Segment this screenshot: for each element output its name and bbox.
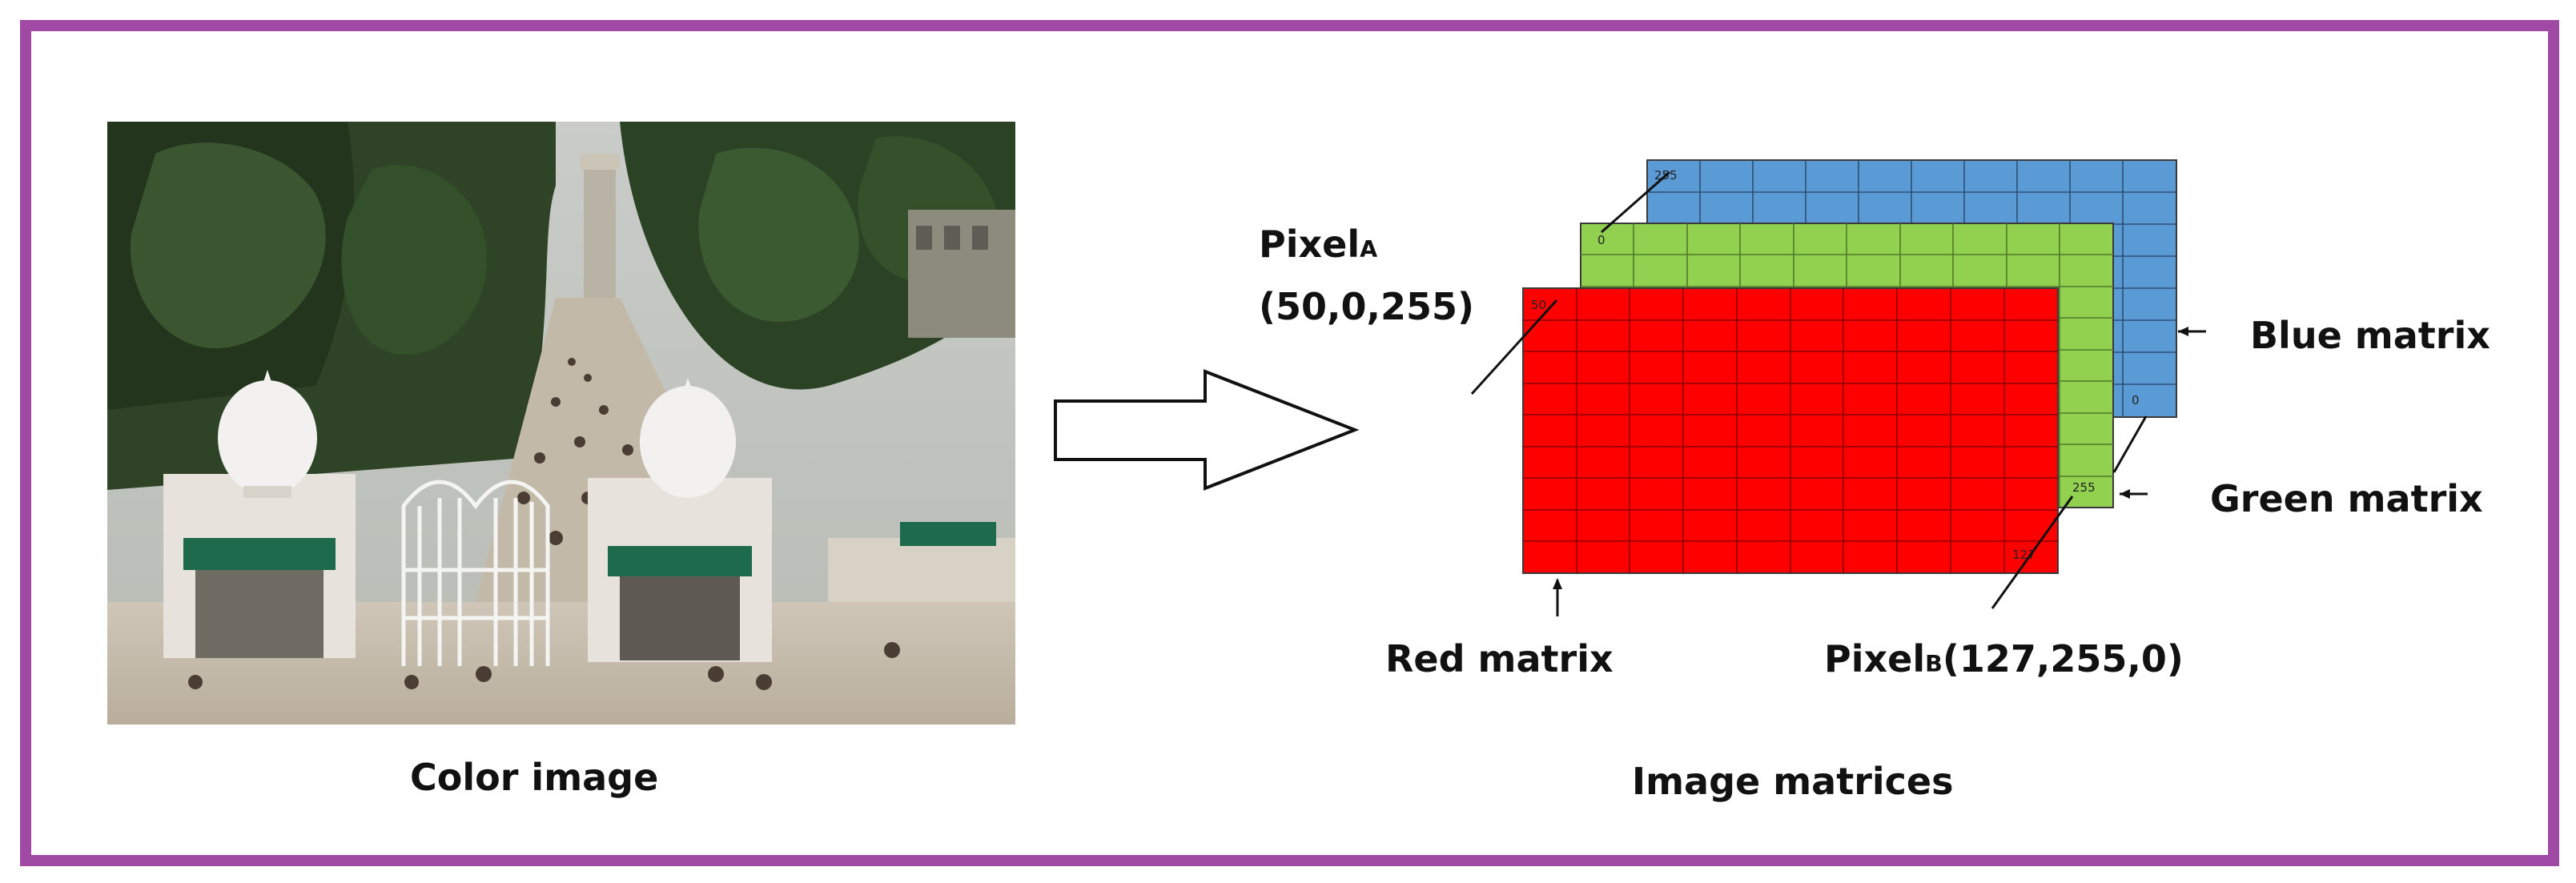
green-top-left-value: 0	[1597, 233, 1605, 247]
color-image-photo	[107, 122, 1015, 724]
green-bottom-right-value: 255	[2072, 480, 2096, 495]
green-matrix-label: Green matrix	[2210, 477, 2483, 520]
pixel-b-label: PixelB(127,255,0)	[1824, 640, 2184, 677]
color-image-caption: Color image	[410, 756, 659, 799]
pixel-a-main: Pixel	[1259, 223, 1360, 266]
hollow-arrow-icon	[1054, 369, 1360, 491]
pixel-a-blue-pointer	[1601, 171, 1670, 234]
pixel-a-label: PixelA	[1259, 226, 1377, 263]
pixel-b-pointer-line	[1991, 496, 2074, 609]
blue-bottom-right-value: 0	[2132, 393, 2140, 407]
pixel-a-subscript: A	[1360, 236, 1378, 263]
blue-matrix-label: Blue matrix	[2250, 314, 2490, 357]
red-matrix-grid	[1522, 287, 2059, 574]
red-top-left-value: 50	[1531, 298, 1546, 312]
red-matrix-label: Red matrix	[1385, 637, 1614, 680]
pixel-a-pointer-line	[1470, 299, 1558, 395]
pixel-b-main: Pixel	[1824, 637, 1926, 680]
pixel-a-value: (50,0,255)	[1259, 285, 1475, 328]
pixel-b-green-pointer	[2112, 415, 2148, 473]
image-matrices-caption: Image matrices	[1632, 760, 1954, 803]
pixel-b-subscript: B	[1925, 651, 1943, 677]
pixel-b-value: (127,255,0)	[1942, 637, 2184, 680]
